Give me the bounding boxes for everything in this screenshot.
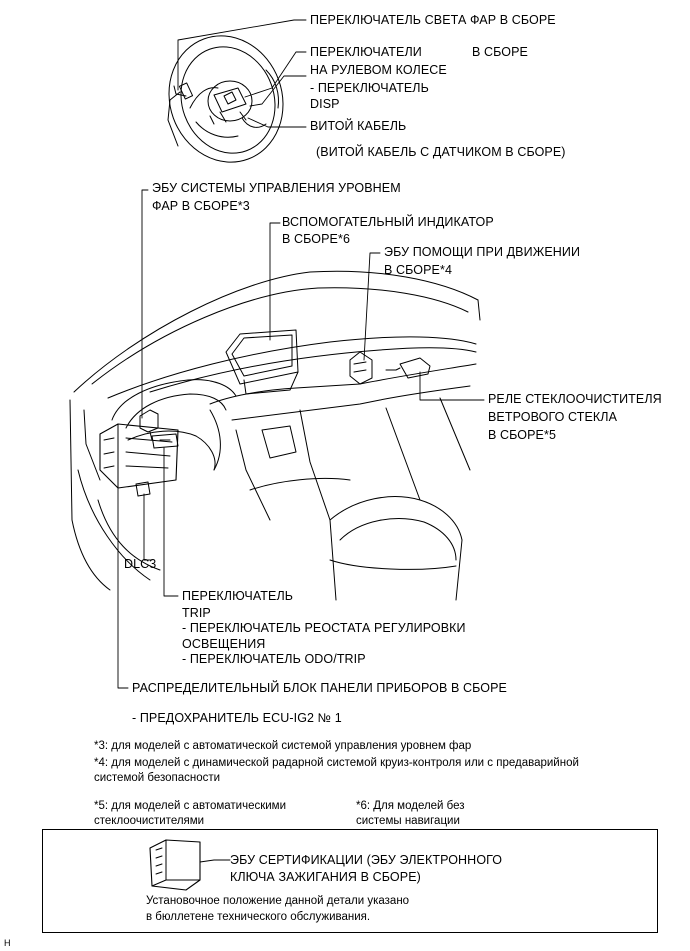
- label-odo-trip-switch: - ПЕРЕКЛЮЧАТЕЛЬ ODO/TRIP: [182, 652, 366, 666]
- install-note-2: в бюллетене технического обслуживания.: [146, 911, 371, 923]
- corner-mark: H: [4, 938, 11, 948]
- steering-wheel-illustration: [167, 35, 284, 163]
- certification-ecu-illustration: [149, 839, 231, 891]
- note-6-line2: системы навигации: [356, 815, 460, 827]
- label-rheostat-switch: - ПЕРЕКЛЮЧАТЕЛЬ РЕОСТАТА РЕГУЛИРОВКИ: [182, 621, 466, 635]
- label-cert-ecu-2: КЛЮЧА ЗАЖИГАНИЯ В СБОРЕ): [230, 870, 421, 884]
- label-cert-ecu: ЭБУ СЕРТИФИКАЦИИ (ЭБУ ЭЛЕКТРОННОГО: [230, 853, 503, 867]
- note-5: *5: для моделей с автоматическими: [94, 800, 286, 812]
- label-aux-indicator: ВСПОМОГАТЕЛЬНЫЙ ИНДИКАТОР: [282, 215, 494, 229]
- label-dlc3: DLC3: [124, 557, 157, 571]
- label-driving-support-ecu: ЭБУ ПОМОЩИ ПРИ ДВИЖЕНИИ: [384, 245, 581, 259]
- label-disp-switch-2: DISP: [310, 97, 340, 111]
- label-steering-pad-switch-2: НА РУЛЕВОМ КОЛЕСЕ: [310, 63, 447, 77]
- label-wiper-relay-2: ВЕТРОВОГО СТЕКЛА: [488, 410, 618, 424]
- label-spiral-cable-sensor: (ВИТОЙ КАБЕЛЬ С ДАТЧИКОМ В СБОРЕ): [316, 145, 566, 159]
- label-driving-support-ecu-2: В СБОРЕ*4: [384, 263, 453, 277]
- label-aux-indicator-2: В СБОРЕ*6: [282, 232, 351, 246]
- note-4: *4: для моделей с динамической радарной …: [94, 757, 579, 769]
- label-rheostat-switch-2: ОСВЕЩЕНИЯ: [182, 637, 266, 651]
- label-disp-switch: - ПЕРЕКЛЮЧАТЕЛЬ: [310, 81, 429, 95]
- dashboard-illustration: [69, 270, 481, 601]
- install-note: Установочное положение данной детали ука…: [146, 895, 410, 907]
- dashboard-leader-lines: [117, 189, 485, 689]
- note-6: *6: Для моделей без: [356, 800, 465, 812]
- label-trip-switch: ПЕРЕКЛЮЧАТЕЛЬ: [182, 589, 294, 603]
- label-junction-block: РАСПРЕДЕЛИТЕЛЬНЫЙ БЛОК ПАНЕЛИ ПРИБОРОВ В…: [132, 681, 507, 695]
- label-spiral-cable: ВИТОЙ КАБЕЛЬ: [310, 119, 407, 133]
- certification-ecu-box: [42, 829, 658, 933]
- label-leveling-ecu: ЭБУ СИСТЕМЫ УПРАВЛЕНИЯ УРОВНЕМ: [152, 181, 401, 195]
- label-steering-pad-assy: В СБОРЕ: [472, 45, 528, 59]
- label-wiper-relay-3: В СБОРЕ*5: [488, 428, 557, 442]
- label-leveling-ecu-2: ФАР В СБОРЕ*3: [152, 199, 250, 213]
- note-5-line2: стеклоочистителями: [94, 815, 205, 827]
- note-3: *3: для моделей с автоматической системо…: [94, 740, 472, 752]
- note-4-line2: системой безопасности: [94, 772, 221, 784]
- label-steering-pad-switch: ПЕРЕКЛЮЧАТЕЛИ: [310, 45, 422, 59]
- label-headlight-switch: ПЕРЕКЛЮЧАТЕЛЬ СВЕТА ФАР В СБОРЕ: [310, 13, 556, 27]
- label-fuse: - ПРЕДОХРАНИТЕЛЬ ECU-IG2 № 1: [132, 711, 342, 725]
- label-trip-switch-2: TRIP: [182, 606, 211, 620]
- label-wiper-relay: РЕЛЕ СТЕКЛООЧИСТИТЕЛЯ: [488, 392, 662, 406]
- steering-leader-lines: [177, 19, 307, 128]
